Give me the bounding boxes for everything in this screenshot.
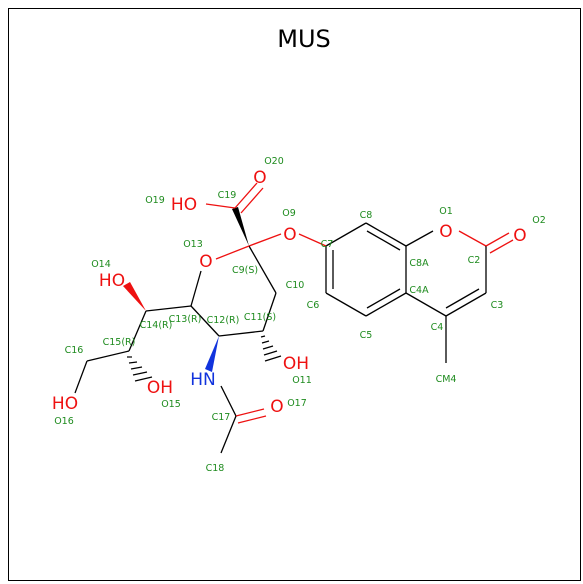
label-c10: C10: [286, 280, 305, 291]
bond-c19-o20-double: [240, 187, 264, 214]
label-c18: C18: [206, 463, 225, 474]
bond-o1-c2: [458, 230, 487, 247]
label-c7: C7: [321, 239, 334, 250]
bond-c13-c14: [145, 305, 192, 312]
bond-c19-o19: [205, 203, 236, 209]
label-c8a: C8A: [409, 258, 429, 269]
bond-n-c17: [220, 385, 237, 417]
molecule-diagram: MUS: [52, 25, 546, 474]
label-c4a: C4A: [409, 285, 429, 296]
hash-c15-o15: [127, 356, 153, 382]
label-c12r: C12(R): [207, 315, 240, 326]
label-c9s: C9(S): [232, 265, 258, 276]
bond-c10-c11: [262, 292, 277, 332]
label-o20: O20: [264, 156, 284, 167]
label-c11s: C11(S): [244, 312, 276, 323]
label-c5: C5: [360, 330, 373, 341]
label-o1: O1: [439, 206, 453, 217]
label-o9: O9: [282, 208, 296, 219]
atom-o11-oh: OH: [283, 354, 309, 374]
atom-o20: O: [253, 168, 266, 188]
label-o16: O16: [54, 416, 74, 427]
atom-o15-oh: OH: [147, 378, 173, 398]
label-c14r: C14(R): [140, 320, 173, 331]
bond-o13-c9: [215, 245, 250, 260]
atom-o14-ho: HO: [99, 271, 125, 291]
bond-c8-c8a-double: [366, 230, 401, 251]
label-c2: C2: [468, 255, 481, 266]
bond-c17-o17-double: [237, 415, 267, 424]
bond-o9-c9: [248, 233, 282, 247]
bond-c5-c6: [325, 292, 367, 317]
bond-c16-o16: [74, 360, 88, 394]
label-c16: C16: [65, 345, 84, 356]
bond-c7-c8: [325, 222, 367, 247]
bond-c19-o20: [234, 182, 258, 209]
bond-c14-c15: [128, 310, 147, 352]
label-o11: O11: [292, 375, 312, 386]
bond-c13-o13: [190, 270, 202, 307]
bond-c2-o2: [485, 232, 510, 247]
atom-o17: O: [270, 397, 283, 417]
diagram-frame: MUS: [8, 8, 581, 581]
bond-c4-c4a: [405, 292, 447, 317]
bond-c8-c8a: [365, 222, 407, 247]
label-c4: C4: [431, 322, 444, 333]
bond-c17-c18: [220, 415, 237, 454]
atom-o9: O: [283, 225, 296, 245]
bond-c4a-c5-double: [366, 288, 401, 309]
label-c8: C8: [360, 210, 373, 221]
label-o19: O19: [145, 195, 165, 206]
bond-c9-c10: [248, 245, 277, 294]
molecule-title: MUS: [277, 25, 331, 53]
label-c3: C3: [491, 300, 504, 311]
label-o14: O14: [91, 259, 111, 270]
atom-o19-ho: HO: [171, 195, 197, 215]
atom-n-hn: HN: [190, 370, 216, 390]
bond-c3-c4: [445, 292, 487, 317]
bond-c7-o9: [298, 233, 327, 247]
label-o13: O13: [183, 239, 203, 250]
atom-o13: O: [199, 252, 212, 272]
wedge-c12-n: [205, 336, 219, 372]
atom-o2: O: [513, 226, 526, 246]
atom-o1: O: [439, 222, 452, 242]
bond-c17-o17: [235, 408, 265, 417]
label-cm4: CM4: [436, 374, 457, 385]
bond-c8a-o1: [405, 230, 434, 247]
label-c17: C17: [212, 412, 231, 423]
bond-c2-o2-double: [489, 239, 514, 254]
wedge-c9-c19: [232, 207, 249, 246]
label-o2: O2: [532, 215, 546, 226]
label-c13r: C13(R): [169, 314, 202, 325]
bond-c11-c12: [218, 330, 264, 337]
wedge-c14-o14: [123, 282, 146, 311]
label-c15r: C15(R): [103, 337, 136, 348]
bond-c12-c13: [190, 305, 220, 337]
atom-o16-ho: HO: [52, 394, 78, 414]
label-o15: O15: [161, 399, 181, 410]
label-c19: C19: [218, 190, 237, 201]
bond-c4a-c5: [365, 292, 407, 317]
bond-c3-c4-double: [445, 288, 480, 309]
hash-c11-o11: [260, 335, 282, 362]
bond-c15-c16: [86, 350, 130, 362]
label-o17: O17: [287, 398, 307, 409]
label-c6: C6: [307, 300, 320, 311]
